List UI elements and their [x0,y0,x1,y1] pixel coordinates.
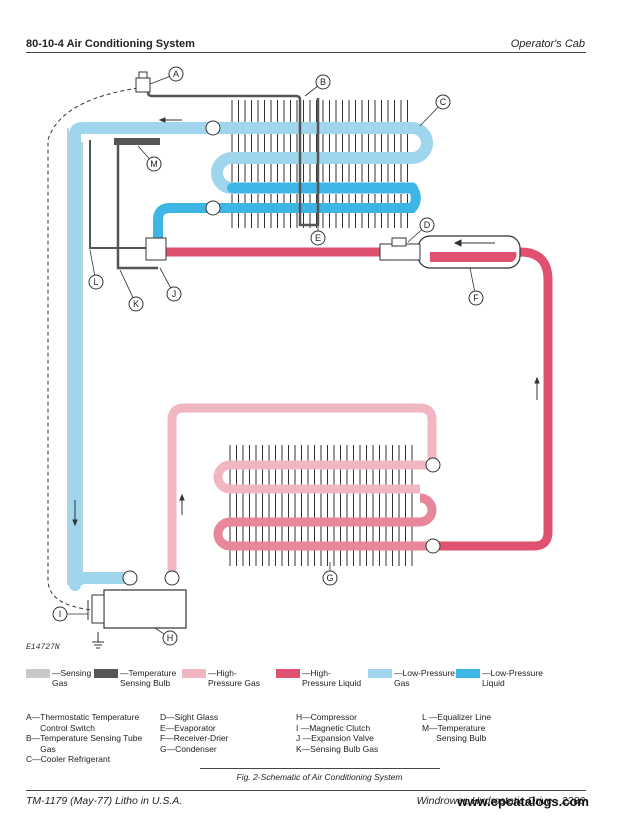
callout-h: H [167,633,174,643]
sensing-bulb-gas-line [116,145,158,270]
callout-l: L [93,277,98,287]
footer-right: Windrower, Hydrostatic-Drive - 2280 [416,795,585,807]
key-entry: M—Temperature [422,722,486,733]
callout-circle-j [166,286,182,302]
callout-circle-l [88,274,104,290]
legend-label: —Low-Pressure Liquid [482,668,543,688]
key-entry: I —Magnetic Clutch [296,722,371,733]
sensing-tube-gas-line [146,82,320,227]
legend-swatch-sensing-bulb-gas [26,669,50,678]
page-header-chapter: Operator's Cab [510,38,585,50]
key-entry: Control Switch [26,722,95,733]
high-pressure-liquid-return [432,247,553,551]
callout-labels: A B C D E F G H I J K L M [52,66,484,646]
key-entry: J —Expansion Valve [296,733,374,743]
footer-rule [26,790,586,791]
callout-g: G [326,573,333,583]
callout-circle-h [162,630,178,646]
key-entry: H—Compressor [296,712,357,722]
key-entry: G—Condenser [160,743,217,754]
high-pressure-gas-line [167,403,437,578]
key-column: A—Thermostatic Temperature Control Switc… [26,712,142,765]
legend-label: —High-Pressure Gas [208,668,260,688]
dashed-control-wire [47,87,139,611]
suction-line [69,572,128,586]
key-entry: L —Equalizer Line [422,712,492,722]
legend-label: —High-Pressure Liquid [302,668,362,688]
condenser-liquid-coil [213,493,437,551]
compressor-port-suction [122,570,138,586]
callout-a: A [173,69,179,79]
key-entry: Sensing Bulb [422,733,487,743]
ac-schematic-diagram: A B C D E F G H I J K L M [47,66,553,649]
callout-circle-i [52,606,68,622]
low-pressure-gas-outline [67,128,83,585]
legend-swatch-low-pressure-liquid [456,669,480,678]
callout-j: J [172,289,177,299]
watermark-url: www.epcatalogs.com [457,794,589,809]
callout-k: K [133,299,139,309]
legend-label: —Temperature Sensing Bulb [120,668,177,688]
footer-left: TM-1179 (May-77) Litho in U.S.A. [26,795,183,807]
key-entry: F—Receiver-Drier [160,733,229,743]
callout-c: C [440,97,447,107]
callout-circle-f [468,290,484,306]
callout-f: F [473,293,479,303]
flow-arrows [72,117,540,527]
legend-swatch-low-pressure-gas [368,669,392,678]
key-entry: D—Sight Glass [160,712,219,722]
callout-circle-a [168,66,184,82]
callout-circle-b [315,74,331,90]
callout-circle-c [435,94,451,110]
low-pressure-gas-line [69,122,433,591]
callout-b: B [320,77,326,87]
key-entry: A—Thermostatic Temperature [26,712,140,722]
key-entry: Gas [26,743,56,754]
compressor [103,589,187,629]
callout-i: I [59,609,62,619]
magnetic-clutch [91,594,105,624]
caption-rule [200,768,440,769]
callout-e: E [315,233,321,243]
legend: —Sensing Bulb Gas —Temperature Sensing B… [26,668,606,698]
key-entry: B—Temperature Sensing Tube [26,733,143,743]
expansion-valve [145,237,167,261]
page-header-section: 80-10-4 Air Conditioning System [26,38,195,50]
drawing-stamp: E14727N [26,643,60,652]
compressor-port-discharge [164,570,180,586]
callout-d: D [424,220,431,230]
legend-swatch-high-pressure-gas [182,669,206,678]
callout-circle-g [322,570,338,586]
key-entry: E—Evaporator [160,722,216,733]
legend-swatch-temperature-sensing-bulb [94,669,118,678]
figure-caption: Fig. 2-Schematic of Air Conditioning Sys… [236,772,403,782]
equalizer-line [89,140,150,249]
callout-circle-e [310,230,326,246]
thermostatic-switch [135,77,151,93]
legend-label: —Low-Pressure Gas [394,668,455,688]
callout-m: M [150,159,158,169]
callout-circle-d [419,217,435,233]
legend-swatch-high-pressure-liquid [276,669,300,678]
callout-circle-m [146,156,162,172]
low-pressure-liquid-line [153,183,421,250]
header-rule [26,52,586,53]
key-entry: K—Sensing Bulb Gas [296,743,379,754]
key-entry: C—Cooler Refrigerant [26,754,111,764]
callout-circle-k [128,296,144,312]
receiver-liquid-fill [430,252,517,262]
legend-label: —Sensing Bulb Gas [52,668,111,688]
temperature-sensing-bulb [114,138,160,145]
